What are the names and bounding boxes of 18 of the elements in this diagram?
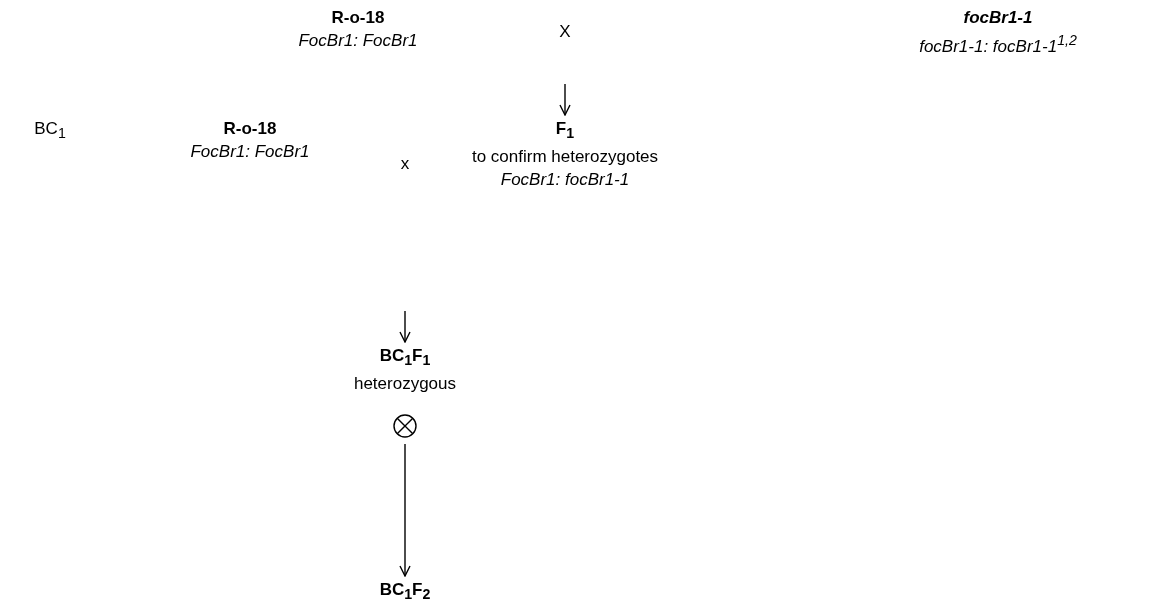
genotype-text: FocBr1: FocBr1: [189, 141, 311, 163]
parent-name: R-o-18: [222, 118, 278, 140]
generation-label: BC$_{1}$: [34, 118, 66, 144]
generation-name: F$_{1}$: [554, 118, 576, 144]
arrow: [399, 443, 411, 577]
cross-symbol: x: [400, 153, 410, 175]
genotype-text: FocBr1: focBr1-1: [499, 169, 631, 192]
cross-symbol: X: [559, 21, 571, 43]
note-text: heterozygous: [352, 373, 458, 396]
generation-name: BC$_{1}$F$_{1}$: [378, 345, 432, 371]
genotype-text: FocBr1: FocBr1: [297, 30, 419, 52]
arrow: [399, 310, 411, 343]
generation-name: BC$_{1}$F$_{2}$: [378, 579, 432, 605]
parent-name: focBr1-1: [962, 7, 1034, 29]
arrow: [559, 83, 571, 116]
genotype-text: focBr1-1: focBr1-1$^{1,2}$: [918, 31, 1078, 58]
parent-name: R-o-18: [330, 7, 386, 29]
note-text: to confirm heterozygotes: [470, 146, 660, 169]
